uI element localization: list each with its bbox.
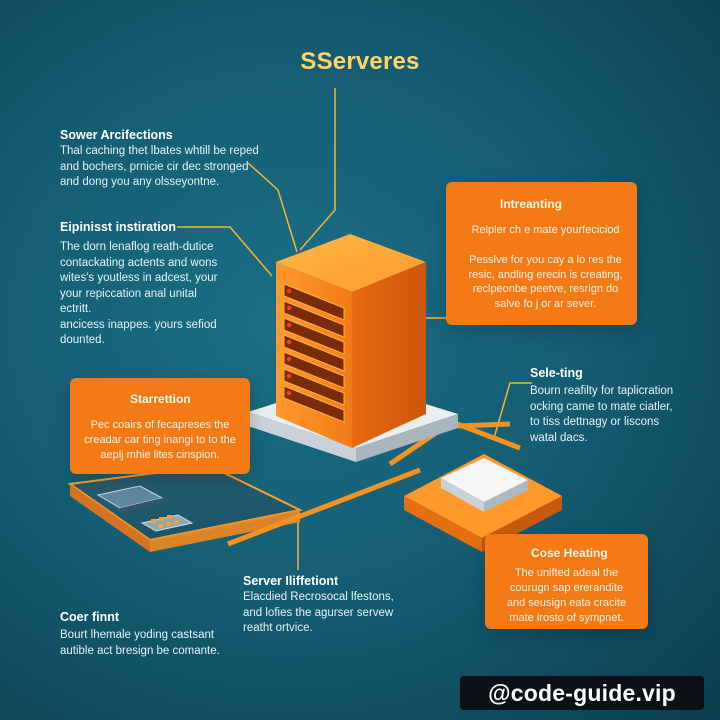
callout-body: Bourt lhemale yoding castsant autible ac…	[60, 629, 220, 657]
card-title: Intreanting	[500, 197, 562, 211]
card-starrettion: Starrettion Pec coairs of fecapreses the…	[70, 378, 250, 474]
server-base	[248, 380, 458, 462]
card-body: The unifted adeal the courugn sap ereran…	[506, 567, 627, 624]
server-rack-icon	[276, 234, 426, 448]
diagram-title: SServeres	[300, 48, 420, 75]
callout-coer-finnt: Coer finnt Bourt lhemale yoding castsant…	[60, 610, 260, 659]
card-cose-heating: Cose Heating The unifted adeal the couru…	[485, 534, 648, 629]
callout-body: Elacdied Recrosocal lfestons, and lofies…	[243, 591, 394, 635]
card-body: Relpler ch e mate yourfeciciod Pesslve f…	[468, 224, 623, 311]
callout-title: Coer finnt	[60, 610, 120, 624]
card-title: Cose Heating	[531, 546, 608, 560]
callout-sower-arcifections: Sower Arcifections Thal caching thet lba…	[60, 128, 290, 191]
floor-connectors	[227, 419, 521, 547]
chip-icon	[96, 485, 194, 532]
callout-title: Sele-ting	[530, 366, 583, 380]
callout-eipinisst-instiration: Eipinisst instiration The dorn lenaflog …	[60, 220, 260, 349]
glass-platform	[67, 464, 304, 552]
callout-body: Bourn reafilty for taplicration ocking c…	[530, 385, 674, 444]
callout-server-iliffetiont: Server Iliffetiont Elacdied Recrosocal l…	[243, 574, 433, 637]
callout-body: Thal caching thet lbates whtill be reped…	[60, 145, 259, 189]
card-body: Pec coairs of fecapreses the creadar car…	[84, 419, 236, 461]
callout-body: The dorn lenaflog reath-dutice contackat…	[60, 241, 218, 347]
callout-title: Sower Arcifections	[60, 128, 173, 142]
card-title: Starrettion	[130, 392, 191, 406]
callout-title: Server Iliffetiont	[243, 574, 339, 588]
callout-title: Eipinisst instiration	[60, 220, 176, 234]
card-intreanting: Intreanting Relpler ch e mate yourfecici…	[446, 182, 637, 325]
callout-sele-ting: Sele-ting Bourn reafilty for taplicratio…	[530, 366, 700, 446]
watermark-label: @code-guide.vip	[460, 676, 704, 710]
